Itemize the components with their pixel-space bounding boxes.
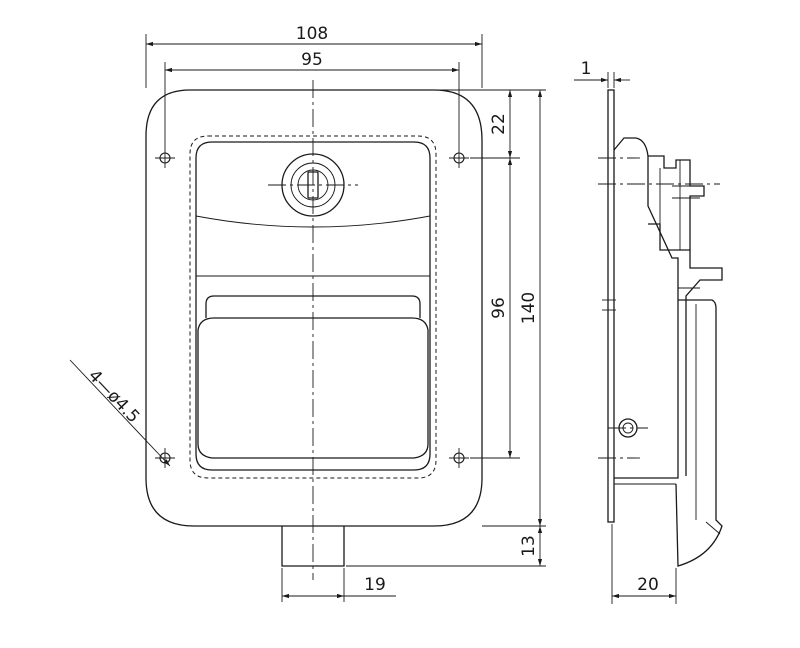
dim-hole-spacing-width: 95	[301, 50, 323, 70]
side-latch-arm	[685, 250, 723, 476]
side-paddle-profile	[675, 299, 723, 567]
side-dimensions: 1 20	[574, 59, 677, 604]
pan-inner-outline	[195, 141, 431, 471]
mounting-hole-bottom-left	[155, 448, 175, 468]
side-housing	[613, 137, 679, 479]
dim-bottom-projection: 13	[519, 535, 539, 557]
side-lock-cylinder	[648, 155, 705, 251]
front-dimensions: 108 95 22 96 140 13 19 4—ø4.5	[69, 24, 546, 602]
dim-overall-width: 108	[296, 24, 328, 44]
dim-side-depth: 20	[637, 575, 659, 595]
dim-side-thickness: 1	[581, 59, 592, 79]
mounting-hole-top-right	[449, 148, 469, 168]
side-plate	[607, 89, 615, 523]
dim-hole-spacing-height: 96	[489, 297, 509, 319]
pan-dashed-outline	[189, 135, 437, 479]
mounting-hole-bottom-right	[449, 448, 469, 468]
flange-outline	[145, 89, 483, 527]
dim-hole-callout: 4—ø4.5	[84, 366, 143, 427]
dim-overall-height: 140	[519, 292, 539, 324]
hole-callout-leader	[69, 359, 171, 467]
front-view	[145, 80, 483, 580]
paddle-handle	[197, 317, 429, 459]
mounting-hole-top-left	[155, 148, 175, 168]
dim-bolt-width: 19	[364, 575, 386, 595]
dim-top-offset: 22	[489, 113, 509, 135]
side-view	[598, 89, 723, 567]
